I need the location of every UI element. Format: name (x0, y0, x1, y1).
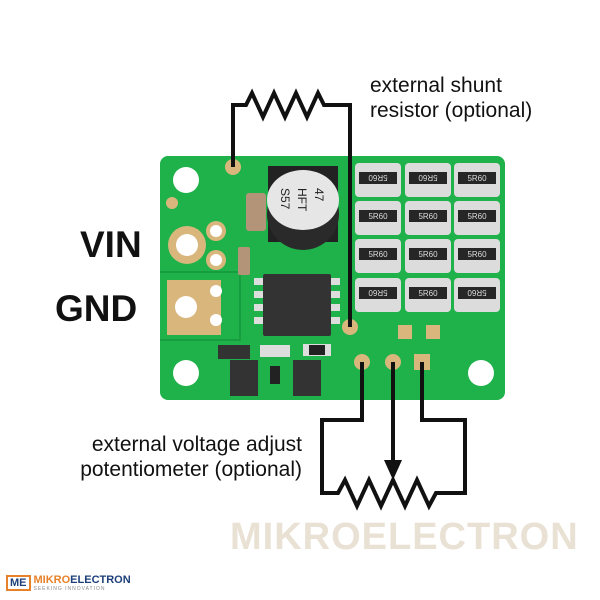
shunt-resistor: 5R60 (355, 239, 401, 273)
shunt-label-line2: resistor (optional) (370, 99, 533, 122)
capacitor-text: S57 (278, 188, 292, 210)
shunt-wire (231, 88, 352, 327)
capacitor-text: HFT (295, 188, 309, 212)
logo-tagline: SEEKING INNOVATION (33, 586, 106, 592)
resistor-marking: 5R60 (368, 250, 388, 259)
shunt-resistor: 5R60 (405, 239, 451, 273)
mounting-hole (173, 167, 199, 193)
brand-logo: ME MIKROELECTRON SEEKING INNOVATION (6, 574, 131, 592)
logo-mark: ME (6, 575, 31, 591)
resistor-marking: 5R60 (467, 174, 487, 183)
pot-label: external voltage adjust potentiometer (o… (42, 432, 302, 482)
resistor-marking: 5R60 (418, 289, 438, 298)
ic-chip (254, 274, 340, 336)
shunt-resistor-array: 5R60 5R60 5R60 5R60 5R60 5R60 5R60 5R60 5R60 5R60… (355, 163, 500, 312)
resistor-marking: 5R60 (467, 250, 487, 259)
shunt-resistor: 5R60 (355, 278, 401, 312)
resistor-marking: 5R60 (467, 288, 487, 297)
watermark: MIKROELECTRON (230, 516, 579, 558)
vin-label: VIN (80, 224, 142, 265)
logo-name-a: MIKRO (33, 574, 71, 586)
mounting-hole (173, 360, 199, 386)
mounting-hole (468, 360, 494, 386)
shunt-resistor: 5R60 (405, 278, 451, 312)
shunt-resistor: 5R60 (405, 201, 451, 235)
wiper-arrow-icon (384, 460, 402, 480)
shunt-resistor: 5R60 (454, 163, 500, 197)
pot-wire-left (320, 362, 467, 511)
resistor-marking: 5R60 (418, 250, 438, 259)
gnd-label: GND (55, 288, 138, 329)
resistor-marking: 5R60 (368, 288, 388, 297)
resistor-marking: 5R60 (368, 212, 388, 221)
capacitor-text: 47 (312, 188, 326, 202)
resistor-marking: 5R60 (368, 173, 388, 182)
resistor-marking: 5R60 (418, 212, 438, 221)
shunt-label: external shunt resistor (optional) (370, 73, 532, 123)
shunt-resistor: 5R60 (355, 163, 401, 197)
resistor-marking: 5R60 (467, 212, 487, 221)
pot-label-line1: external voltage adjust (91, 433, 302, 456)
shunt-resistor: 5R60 (454, 278, 500, 312)
shunt-label-line1: external shunt (370, 74, 502, 97)
shunt-resistor: 5R60 (454, 201, 500, 235)
shunt-resistor: 5R60 (405, 163, 451, 197)
resistor-marking: 5R60 (418, 173, 438, 182)
shunt-resistor: 5R60 (454, 239, 500, 273)
pot-label-line2: potentiometer (optional) (80, 458, 302, 481)
logo-name-b: ELECTRON (70, 574, 131, 586)
shunt-resistor: 5R60 (355, 201, 401, 235)
